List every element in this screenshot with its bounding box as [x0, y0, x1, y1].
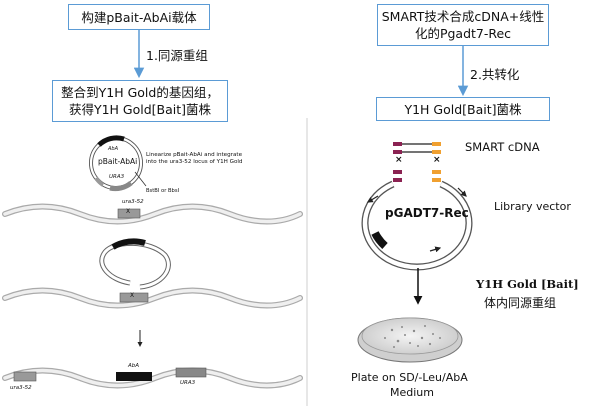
final-ura3-block	[175, 367, 207, 378]
pgadt7-rec-vector	[361, 180, 473, 271]
plate-medium-line-1: Plate on SD/-Leu/AbA	[351, 371, 468, 384]
pbait-plasmid	[89, 135, 143, 192]
plate-medium-line-2: Medium	[390, 386, 434, 399]
smart-box-line-2: 化的Pgadt7-Rec	[414, 26, 512, 41]
step-2-label: 2.共转化	[470, 67, 520, 82]
final-left-block	[13, 371, 37, 382]
bait-strain-label: Y1H Gold[Bait]菌株	[404, 101, 522, 117]
cross-label: X	[126, 208, 131, 215]
cross-mark-2: ×	[433, 155, 441, 165]
ura3-52-block-2	[119, 292, 149, 303]
cross-label-2: X	[130, 292, 135, 299]
locus-label: ura3-52	[122, 199, 144, 205]
step-1-label: 1.同源重组	[146, 48, 208, 63]
instruction-line-2: into the ura3-52 locus of Y1H Gold	[146, 159, 243, 165]
bait-strain-box: Y1H Gold[Bait]菌株	[376, 97, 550, 121]
smart-cdna-strands	[393, 142, 441, 182]
plasmid-ura3-label: URA3	[109, 174, 125, 180]
vector-name-label: pGADT7-Rec	[385, 206, 469, 220]
plasmid-aba-label: AbA	[108, 146, 119, 152]
smart-cdna-label: SMART cDNA	[465, 140, 540, 154]
recombination-label: 体内同源重组	[484, 296, 557, 310]
library-vector-label: Library vector	[494, 200, 571, 213]
smart-box-line-1: SMART技术合成cDNA+线性	[381, 9, 545, 24]
linearize-arrow	[134, 171, 147, 187]
smart-cdna-box: SMART技术合成cDNA+线性 化的Pgadt7-Rec	[377, 4, 549, 46]
final-locus-label: ura3-52	[10, 385, 32, 391]
construct-box: 构建pBait-AbAi载体	[68, 4, 210, 30]
final-aba-block	[116, 372, 152, 381]
y1h-gold-label: Y1H Gold [Bait]	[476, 277, 579, 291]
final-ura3-label: URA3	[180, 380, 196, 386]
integrate-box: 整合到Y1H Gold的基因组， 获得Y1H Gold[Bait]菌株	[52, 80, 228, 122]
enzymes-label: BstBI or BbsI	[146, 188, 180, 194]
plasmid-name-label: pBait-AbAi	[98, 157, 138, 166]
ura3-52-block	[117, 208, 141, 219]
cross-mark-1: ×	[395, 155, 403, 165]
petri-plate	[357, 317, 463, 363]
crossover-loop	[99, 238, 171, 290]
construct-box-label: 构建pBait-AbAi载体	[81, 9, 197, 25]
integrate-line-2: 获得Y1H Gold[Bait]菌株	[68, 102, 212, 117]
integrate-line-1: 整合到Y1H Gold的基因组，	[61, 85, 219, 100]
final-aba-label: AbA	[128, 363, 140, 369]
instruction-line-1: Linearize pBait-AbAi and integrate	[146, 152, 243, 158]
